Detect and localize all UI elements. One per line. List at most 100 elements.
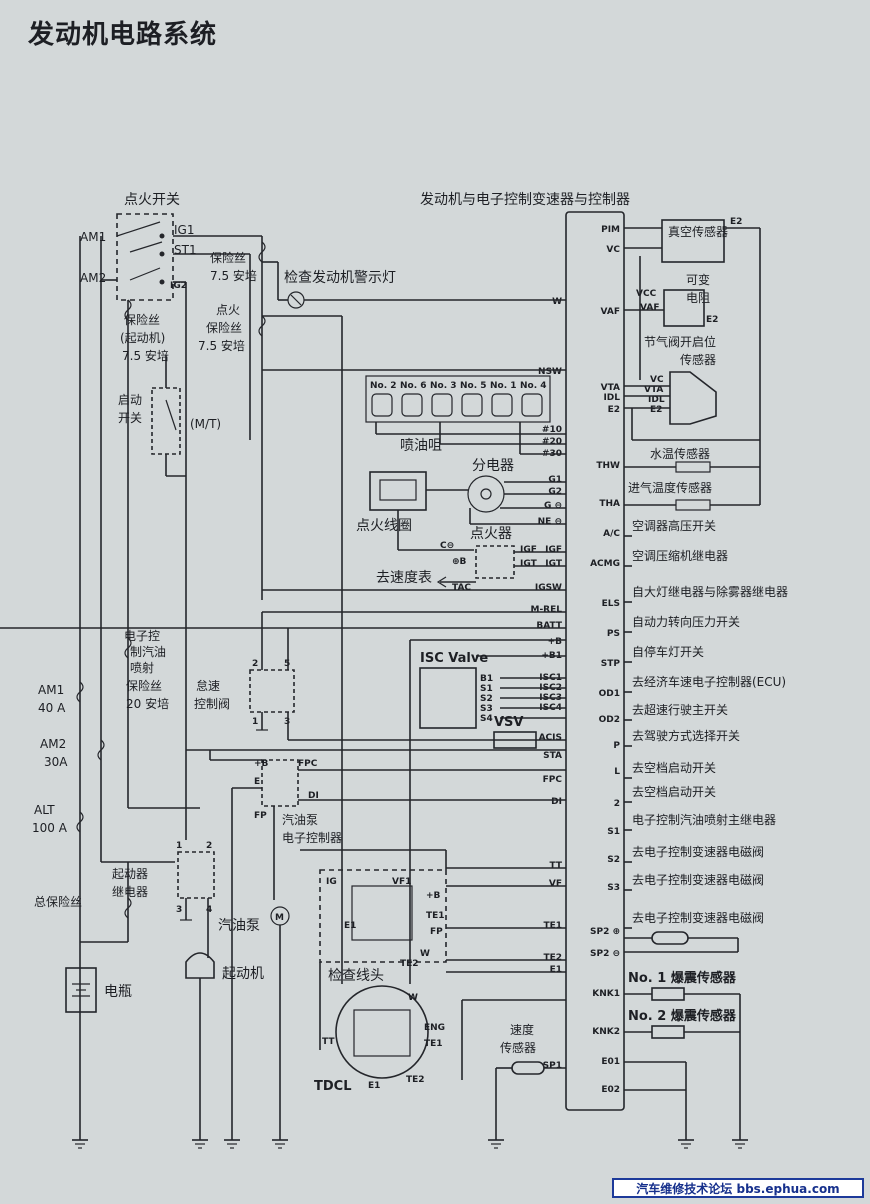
am1-fuse-rating: 40 A xyxy=(38,701,66,715)
ecu-pin-sp2: SP2 ⊕ xyxy=(590,927,620,937)
ecu-pin-batt: BATT xyxy=(536,621,562,631)
vsv-icon xyxy=(493,731,537,749)
am2-fuse-icon xyxy=(97,739,105,761)
ecu-pin-vaf: VAF xyxy=(601,307,620,317)
stop-lamp-label: 自停车灯开关 xyxy=(632,644,704,659)
ecu-pin-g: G ⊖ xyxy=(544,501,562,511)
ecu-pin-s3: S3 xyxy=(607,883,620,893)
efi-fuse-rating: 20 安培 xyxy=(126,696,169,711)
fp-ecu-pin-e: E xyxy=(254,777,260,787)
ac-relay-label: 空调压缩机继电器 xyxy=(632,548,728,563)
tdcl-pin-tt: TT xyxy=(322,1037,335,1047)
ecu-right-pins: PIMVCVAFVTAIDLE2THWTHAA/CACMGELSPSSTPOD1… xyxy=(590,225,620,1095)
svg-text:M: M xyxy=(275,913,284,923)
ecu-pin-e02: E02 xyxy=(601,1085,620,1095)
efi-fuse-sub-3: 保险丝 xyxy=(126,678,162,693)
ecu-pin-l: L xyxy=(614,767,620,777)
starter-relay-pin-1: 1 xyxy=(176,841,182,851)
mode-select-label: 去驾驶方式选择开关 xyxy=(632,728,740,743)
tps-label: 节气阀开启位 xyxy=(644,334,716,349)
vaf-pin-vaf: VAF xyxy=(640,303,659,313)
watermark: 汽车维修技术论坛 bbs.ephua.com xyxy=(612,1178,864,1198)
check-pin-e1: E1 xyxy=(344,921,356,931)
fp-ecu-pin-b: +B xyxy=(254,759,269,769)
ignition-switch[interactable] xyxy=(116,213,174,301)
tps-pin-vc: VC xyxy=(650,375,664,385)
igniter-pin-igt: IGT xyxy=(520,559,538,569)
map-sensor-label: 真空传感器 xyxy=(668,224,728,239)
water-temp-sensor-icon xyxy=(675,461,711,473)
ecu-pin-ps: PS xyxy=(607,629,620,639)
check-pin-te1: TE1 xyxy=(426,911,445,921)
ignition-fuse-icon xyxy=(258,315,266,337)
start-switch[interactable] xyxy=(151,387,181,455)
check-pin-b: +B xyxy=(426,891,441,901)
solenoid-3-label: 去电子控制变速器电磁阀 xyxy=(632,910,764,925)
efi-fuse-sub-2: 喷射 xyxy=(130,660,154,675)
idle-valve-pin-1: 1 xyxy=(252,717,258,727)
start-switch-note: (M/T) xyxy=(190,417,221,431)
ecu-pin-acmg: ACMG xyxy=(590,559,620,569)
ecu-pin-nsw: NSW xyxy=(538,367,562,377)
idle-valve-pin-3: 3 xyxy=(284,717,290,727)
ac-high-label: 空调器高压开关 xyxy=(632,518,716,533)
ignition-fuse-rating: 7.5 安培 xyxy=(198,338,245,353)
solenoid-2-label: 去电子控制变速器电磁阀 xyxy=(632,872,764,887)
efi-fuse-label: 电子控 xyxy=(124,629,160,643)
air-flow-sensor xyxy=(663,289,705,327)
overdrive-label: 去超速行驶主开关 xyxy=(632,702,728,717)
isc-pin-s3: S3 xyxy=(480,704,493,714)
check-connector[interactable] xyxy=(319,869,447,963)
gauge-fuse-icon xyxy=(258,241,266,263)
efi-fuse-icon xyxy=(124,637,132,659)
tdcl-connector[interactable] xyxy=(335,985,429,1079)
headlight-label: 自大灯继电器与除雾器继电器 xyxy=(632,584,788,599)
isc-pin-s2: S2 xyxy=(480,694,493,704)
solenoid-1-label: 去电子控制变速器电磁阀 xyxy=(632,844,764,859)
check-pin-ig: IG xyxy=(326,877,337,887)
ignition-fuse-label: 点火 xyxy=(216,303,240,317)
ecu-pin-e2: E2 xyxy=(608,405,620,415)
starter-fuse-note: (起动机) xyxy=(120,331,165,345)
alt-fuse-label: ALT xyxy=(34,803,55,817)
ecu-pin-stp: STP xyxy=(601,659,621,669)
ecu-pin-vc: VC xyxy=(606,245,620,255)
ecu-pin-2: 2 xyxy=(614,799,620,809)
tdcl-label: TDCL xyxy=(314,1079,351,1094)
ecu-pin-te1: TE1 xyxy=(543,921,562,931)
igniter-label: 点火器 xyxy=(470,526,512,542)
intake-temp-sensor-label: 进气温度传感器 xyxy=(628,480,712,495)
terminal-st1: ST1 xyxy=(174,243,197,257)
ecu-box xyxy=(565,211,625,1111)
ecu-pin-sta: STA xyxy=(543,751,562,761)
gauge-fuse-label: 保险丝 xyxy=(210,250,246,265)
ecu-pin-p: P xyxy=(613,741,620,751)
speed-sensor-label: 速度 xyxy=(510,1022,534,1037)
injector-label-1: No. 2 xyxy=(370,381,397,391)
ecu-pin-od2: OD2 xyxy=(599,715,620,725)
check-connector-label: 检查线头 xyxy=(328,968,384,984)
ecu-pin-sp1: SP1 xyxy=(543,1061,562,1071)
neutral-start-2-label: 去空档启动开关 xyxy=(632,785,716,799)
ecu-pin-tt: TT xyxy=(550,861,563,871)
ecu-pin-igsw: IGSW xyxy=(535,583,562,593)
ecu-pin-igt: IGT xyxy=(545,559,563,569)
fuel-pump-label: 汽油泵 xyxy=(218,918,260,934)
ecu-pin-tha: THA xyxy=(599,499,620,509)
power-steering-label: 自动力转向压力开关 xyxy=(632,614,740,629)
am1-fuse-label: AM1 xyxy=(38,683,64,697)
injector-icon xyxy=(461,393,483,417)
speed-sensor-sublabel: 传感器 xyxy=(500,1040,536,1055)
ecu-pin-w: W xyxy=(552,297,562,307)
tps-sublabel: 传感器 xyxy=(680,352,716,367)
intake-temp-sensor-icon xyxy=(675,499,711,511)
ecu-pin-pim: PIM xyxy=(601,225,620,235)
var-resistor-sublabel: 电阻 xyxy=(686,291,710,305)
cruise-ecu-label: 去经济车速电子控制器(ECU) xyxy=(632,674,786,689)
starter-fuse-icon xyxy=(124,299,132,321)
isc-pin-s1: S1 xyxy=(480,684,493,694)
right-destinations: 空调器高压开关空调压缩机继电器自大灯继电器与除雾器继电器自动力转向压力开关自停车… xyxy=(624,518,788,929)
